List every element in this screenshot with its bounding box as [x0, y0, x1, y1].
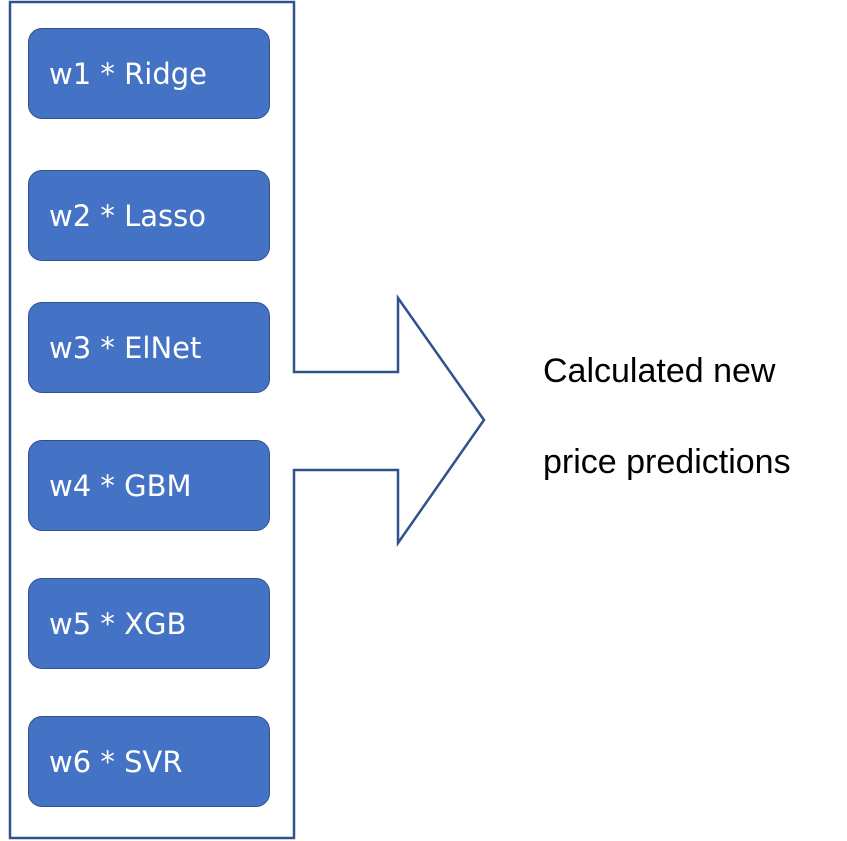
model-label-gbm: w4 * GBM	[49, 468, 192, 503]
model-label-xgb: w5 * XGB	[49, 606, 187, 641]
model-box-svr: w6 * SVR	[28, 716, 270, 807]
model-box-elnet: w3 * ElNet	[28, 302, 270, 393]
model-box-gbm: w4 * GBM	[28, 440, 270, 531]
model-box-xgb: w5 * XGB	[28, 578, 270, 669]
model-label-lasso: w2 * Lasso	[49, 198, 206, 233]
result-text-line-1: Calculated new	[543, 352, 776, 390]
ensemble-arrow-outline	[8, 0, 486, 840]
model-label-svr: w6 * SVR	[49, 744, 183, 779]
model-box-ridge: w1 * Ridge	[28, 28, 270, 119]
model-label-ridge: w1 * Ridge	[49, 56, 207, 91]
model-label-elnet: w3 * ElNet	[49, 330, 202, 365]
model-box-lasso: w2 * Lasso	[28, 170, 270, 261]
result-text-line-2: price predictions	[543, 443, 791, 481]
